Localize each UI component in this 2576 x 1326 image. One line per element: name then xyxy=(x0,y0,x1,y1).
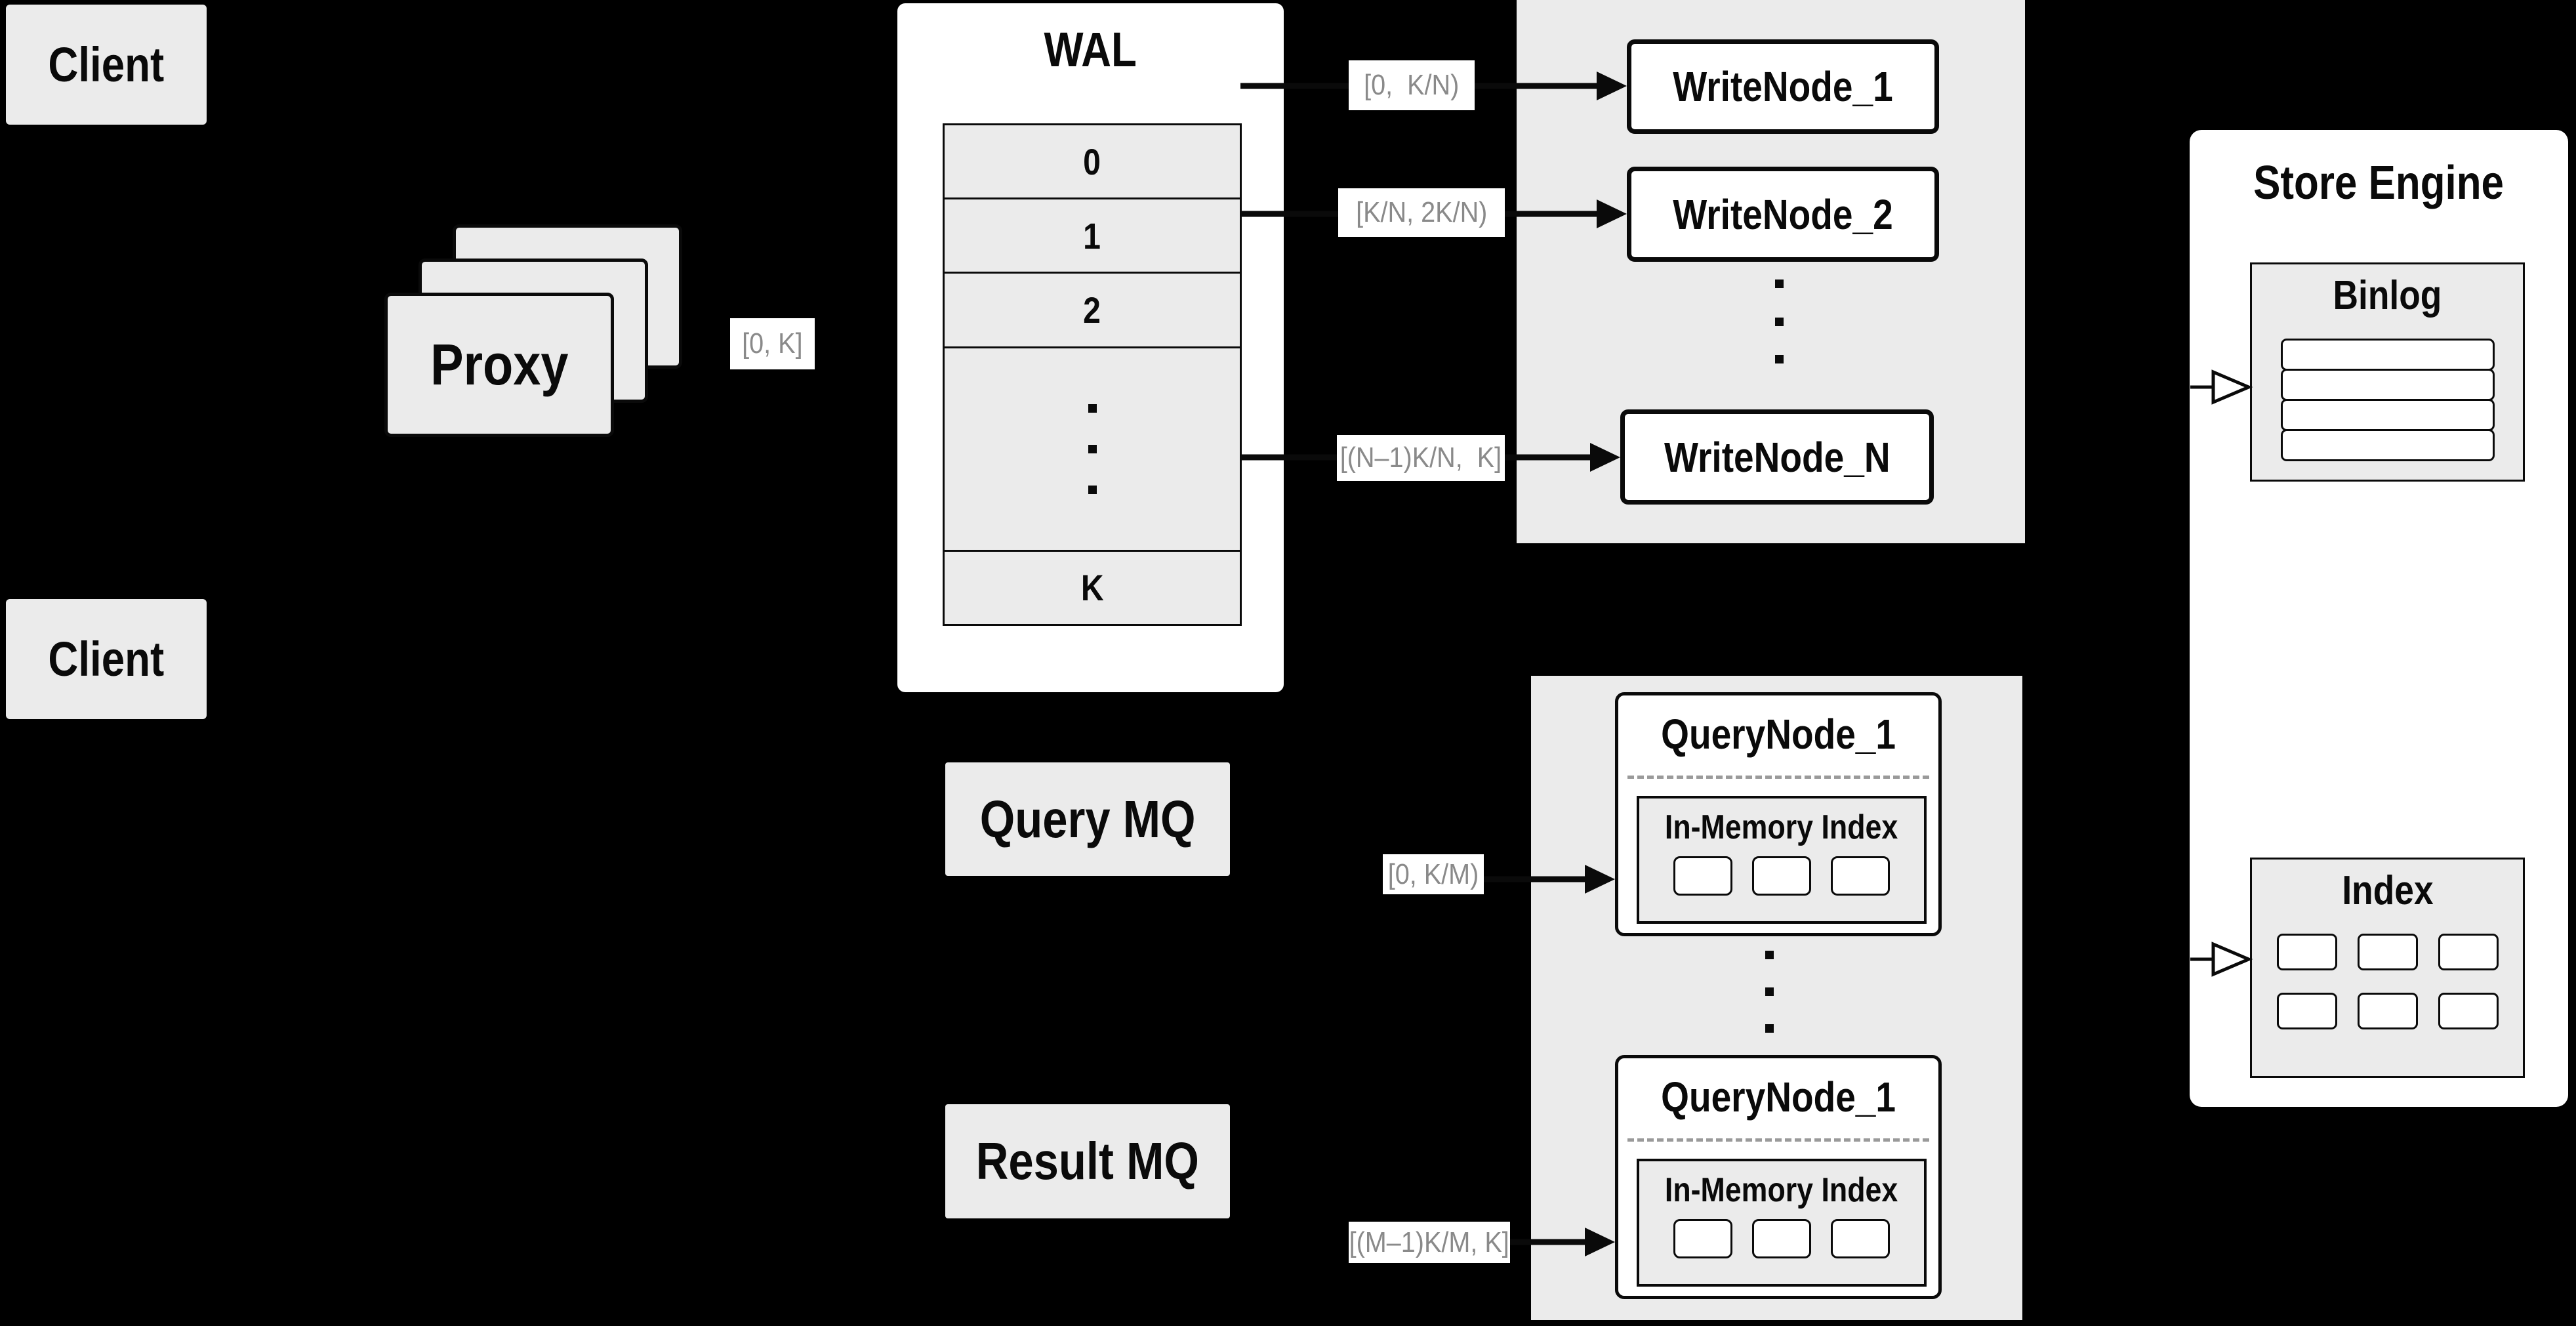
wal-title: WAL xyxy=(1044,22,1137,77)
index-chip xyxy=(1831,1219,1890,1258)
writenode-n-box: WriteNode_N xyxy=(1620,409,1934,505)
ellipsis-dot xyxy=(1088,404,1097,413)
querynode-1-title: QueryNode_1 xyxy=(1661,711,1896,758)
client-bottom-box: Client xyxy=(6,599,207,719)
binlog-slat xyxy=(2280,429,2495,461)
proxy-label: Proxy xyxy=(430,332,569,397)
wal-row-1: 1 xyxy=(945,197,1240,272)
arrow-querymq-to-querynode-1 xyxy=(1484,865,1615,894)
store-engine-title: Store Engine xyxy=(2253,157,2504,209)
result-mq-label: Result MQ xyxy=(975,1132,1200,1190)
ellipsis-dot xyxy=(1775,355,1784,363)
index-chip xyxy=(1673,1219,1732,1258)
index-chip xyxy=(1752,856,1811,896)
index-chip xyxy=(2276,993,2337,1029)
ellipsis-dot xyxy=(1765,987,1774,996)
index-chip xyxy=(1752,1219,1811,1258)
writenode-1-box: WriteNode_1 xyxy=(1627,39,1939,134)
proxy-card-front: Proxy xyxy=(384,293,614,437)
wal-row-0: 0 xyxy=(1083,140,1101,182)
writenode-2-box: WriteNode_2 xyxy=(1627,167,1939,262)
client-bottom-label: Client xyxy=(48,632,165,686)
binlog-slats xyxy=(2280,339,2495,461)
wal-row-k: K xyxy=(945,549,1240,624)
range-label-writenode-2: [K/N, 2K/N) xyxy=(1338,188,1505,237)
index-chip xyxy=(2276,934,2337,970)
index-chip xyxy=(1673,856,1732,896)
querynode-m-title: QueryNode_1 xyxy=(1661,1073,1896,1121)
range-label-proxy-to-wal: [0, K] xyxy=(730,318,815,369)
in-memory-index-box: In-Memory Index xyxy=(1637,796,1927,924)
index-chip xyxy=(2357,993,2418,1029)
querynode-m-box: QueryNode_1 In-Memory Index xyxy=(1615,1055,1942,1299)
store-engine-box: Store Engine Binlog Index xyxy=(2190,130,2568,1107)
binlog-box: Binlog xyxy=(2250,262,2525,482)
result-mq-box: Result MQ xyxy=(945,1104,1230,1218)
arrow-resultmq-to-querynode-m xyxy=(1510,1228,1615,1256)
wal-ellipsis-cell xyxy=(945,346,1240,550)
arrow-writenodes-to-binlog xyxy=(2190,369,2253,405)
writenode-2-label: WriteNode_2 xyxy=(1673,190,1893,238)
index-chip xyxy=(2357,934,2418,970)
range-label-querynode-m: [(M–1)K/M, K] xyxy=(1349,1222,1510,1263)
ellipsis-dot xyxy=(1765,951,1774,959)
index-title: Index xyxy=(2341,868,2434,913)
index-chip xyxy=(2438,934,2499,970)
in-memory-index-box: In-Memory Index xyxy=(1637,1159,1927,1287)
query-mq-label: Query MQ xyxy=(979,789,1196,848)
writenode-1-label: WriteNode_1 xyxy=(1673,63,1893,110)
client-top-box: Client xyxy=(6,5,207,125)
ellipsis-dot xyxy=(1775,280,1784,288)
range-label-writenode-1: [0, K/N) xyxy=(1349,60,1475,110)
index-chip xyxy=(1831,856,1890,896)
in-memory-index-title: In-Memory Index xyxy=(1665,1171,1898,1209)
index-chip xyxy=(2438,993,2499,1029)
querynode-1-box: QueryNode_1 In-Memory Index xyxy=(1615,692,1942,936)
range-label-writenode-n: [(N–1)K/N, K] xyxy=(1337,435,1505,481)
querynode-m-divider xyxy=(1627,1138,1929,1142)
client-top-label: Client xyxy=(48,37,165,92)
ellipsis-dot xyxy=(1775,318,1784,326)
ellipsis-dot xyxy=(1088,444,1097,453)
wal-table: 0 1 2 K xyxy=(943,123,1242,626)
ellipsis-dot xyxy=(1088,485,1097,494)
querynode-1-divider xyxy=(1627,776,1929,779)
wal-box: WAL 0 1 2 K xyxy=(897,3,1284,692)
arrow-querynodes-to-index xyxy=(2190,942,2253,977)
writenode-n-label: WriteNode_N xyxy=(1664,433,1891,481)
range-label-querynode-1: [0, K/M) xyxy=(1383,854,1484,894)
query-mq-box: Query MQ xyxy=(945,762,1230,876)
index-box: Index xyxy=(2250,858,2525,1078)
ellipsis-dot xyxy=(1765,1024,1774,1033)
in-memory-index-title: In-Memory Index xyxy=(1665,808,1898,846)
wal-row-2: 2 xyxy=(945,272,1240,346)
binlog-title: Binlog xyxy=(2333,273,2442,318)
